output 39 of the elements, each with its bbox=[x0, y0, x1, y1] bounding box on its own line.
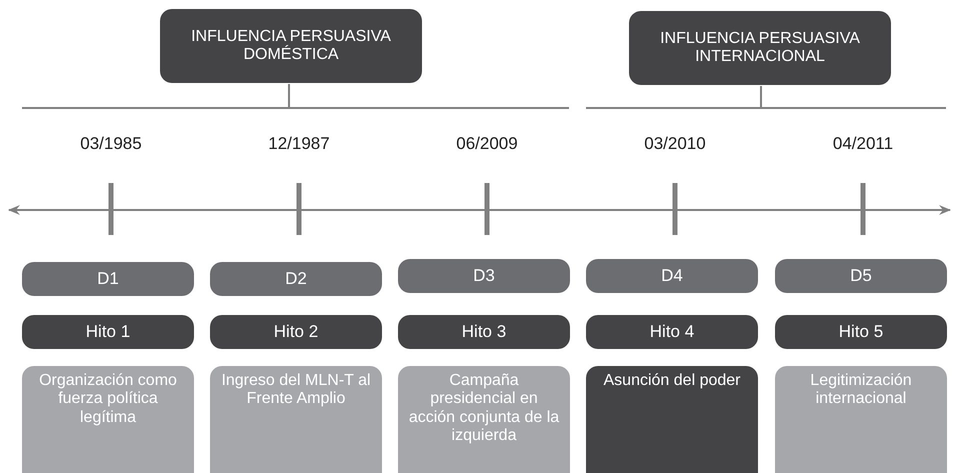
box-text: Hito 5 bbox=[838, 322, 884, 342]
milestone-box bbox=[398, 315, 570, 349]
description-box bbox=[775, 366, 947, 473]
date-code-box bbox=[210, 262, 382, 296]
box-text: INFLUENCIA PERSUASIVA DOMÉSTICA bbox=[190, 28, 392, 64]
milestone-box bbox=[775, 315, 947, 349]
box-text: D4 bbox=[661, 266, 683, 286]
box-text: D1 bbox=[97, 269, 119, 289]
box-text: Campaña presidencial en acción conjunta de la izquierda bbox=[408, 372, 560, 446]
box-text: Hito 3 bbox=[462, 322, 506, 342]
box-text: D2 bbox=[285, 269, 307, 289]
milestone-box bbox=[22, 315, 194, 349]
box-text: Hito 4 bbox=[650, 322, 694, 342]
milestone-box bbox=[210, 315, 382, 349]
date-label: 06/2009 bbox=[455, 134, 519, 154]
description-box bbox=[586, 366, 758, 473]
box-text: Legitimización internacional bbox=[809, 372, 913, 409]
date-code-box bbox=[398, 259, 570, 293]
box-text: Hito 1 bbox=[86, 322, 130, 342]
header-box bbox=[629, 11, 891, 85]
box-text: D5 bbox=[850, 266, 872, 286]
box-text: Organización como fuerza política legítima bbox=[38, 372, 178, 428]
box-text: Hito 2 bbox=[274, 322, 318, 342]
date-label: 03/2010 bbox=[643, 134, 707, 154]
date-label: 03/1985 bbox=[79, 134, 143, 154]
date-code-box bbox=[775, 259, 947, 293]
date-label: 04/2011 bbox=[832, 134, 894, 154]
date-label: 12/1987 bbox=[267, 134, 331, 154]
description-box bbox=[398, 366, 570, 473]
box-text: D3 bbox=[473, 266, 495, 286]
date-code-box bbox=[586, 259, 758, 293]
description-box bbox=[22, 366, 194, 473]
header-box bbox=[160, 9, 422, 83]
box-text: INFLUENCIA PERSUASIVA INTERNACIONAL bbox=[659, 30, 861, 66]
description-box bbox=[210, 366, 382, 473]
milestone-box bbox=[586, 315, 758, 349]
box-text: Ingreso del MLN-T al Frente Amplio bbox=[220, 372, 372, 409]
box-text: Asunción del poder bbox=[604, 372, 740, 390]
date-code-box bbox=[22, 262, 194, 296]
